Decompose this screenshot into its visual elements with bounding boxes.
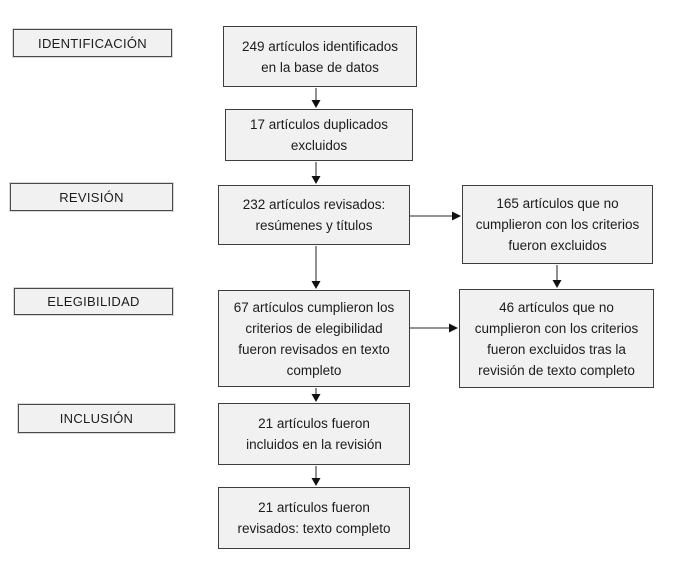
flow-box-excluded-screening: 165 artículos que no cumplieron con los … (462, 185, 653, 264)
arrow-included-to-fulltext-reviewed (311, 466, 321, 486)
flow-box-excluded-fulltext: 46 artículos que no cumplieron con los c… (459, 289, 654, 388)
stage-label-identificacion: IDENTIFICACIÓN (13, 29, 172, 57)
stage-label-inclusion: INCLUSIÓN (18, 404, 175, 433)
flow-box-fulltext-reviewed: 21 artículos fueron revisados: texto com… (218, 487, 410, 549)
arrow-identified-to-duplicates (311, 88, 321, 108)
arrow-screened-to-excluded (410, 211, 461, 221)
arrow-excluded-screening-to-excluded-fulltext (552, 265, 562, 288)
arrow-eligible-to-excluded-fulltext (410, 323, 458, 333)
stage-label-revision: REVISIÓN (10, 183, 173, 211)
flow-box-duplicates-excluded: 17 artículos duplicados excluidos (225, 109, 413, 161)
flow-box-included: 21 artículos fueron incluidos en la revi… (218, 403, 410, 465)
flow-box-identified: 249 artículos identificados en la base d… (223, 26, 417, 87)
arrow-screened-to-eligible (311, 246, 321, 289)
flow-box-fulltext-assessed: 67 artículos cumplieron los criterios de… (218, 290, 410, 387)
arrow-duplicates-to-screened (311, 162, 321, 184)
stage-label-elegibilidad: ELEGIBILIDAD (14, 288, 173, 315)
arrow-eligible-to-included (311, 388, 321, 402)
flow-box-screened: 232 artículos revisados: resúmenes y tít… (218, 185, 410, 245)
